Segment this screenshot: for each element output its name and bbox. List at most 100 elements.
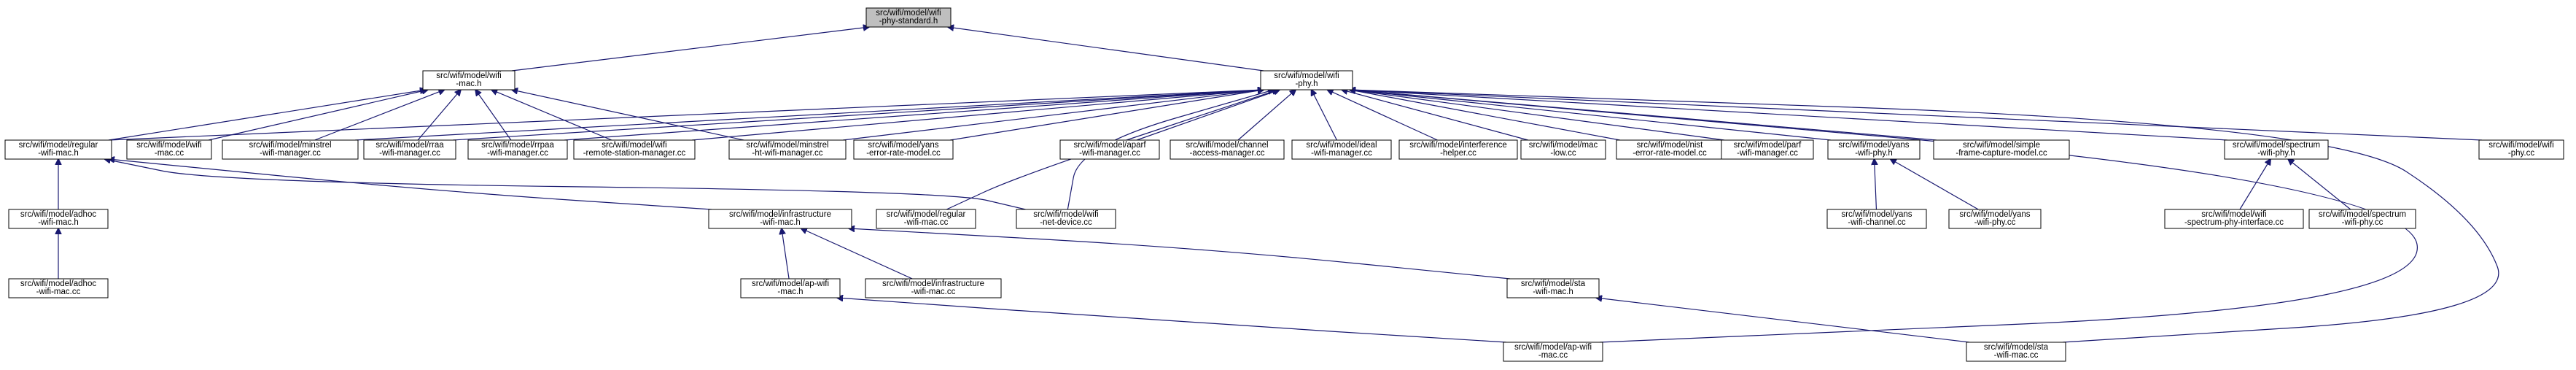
node-label-line: src/wifi/model/adhoc (20, 280, 96, 288)
node-channel-access-manager-cc[interactable]: src/wifi/model/channel-access-manager.cc (1170, 139, 1285, 160)
edge-yans-wifi-phy-cc-to-yans-wifi-phy-h (1891, 159, 1979, 210)
node-wifi-mac-cc[interactable]: src/wifi/model/wifi-mac.cc (126, 139, 212, 160)
node-infrastructure-wifi-mac-h[interactable]: src/wifi/model/infrastructure-wifi-mac.h (708, 209, 852, 229)
node-label-line: src/wifi/model/wifi (136, 141, 201, 150)
node-yans-wifi-phy-cc[interactable]: src/wifi/model/yans-wifi-phy.cc (1948, 209, 2042, 229)
node-box (1827, 139, 1921, 160)
edge-wifi-spectrum-phy-interface-cc-to-spectrum-wifi-phy-h (2239, 159, 2270, 210)
edge-wifi-phy-h-to-wifi-phy-standard (948, 27, 1264, 72)
node-yans-error-rate-model-cc[interactable]: src/wifi/model/yans-error-rate-model.cc (853, 139, 954, 160)
node-ideal-wifi-manager-cc[interactable]: src/wifi/model/ideal-wifi-manager.cc (1291, 139, 1392, 160)
node-ap-wifi-mac-cc[interactable]: src/wifi/model/ap-wifi-mac.cc (1503, 342, 1603, 362)
node-sta-wifi-mac-cc[interactable]: src/wifi/model/sta-wifi-mac.cc (1966, 342, 2066, 362)
node-label-line: src/wifi/model/wifi (2489, 141, 2553, 150)
node-ap-wifi-mac-h[interactable]: src/wifi/model/ap-wifi-mac.h (740, 278, 841, 298)
node-label-line: -frame-capture-model.cc (1956, 149, 2047, 158)
node-wifi-mac-h[interactable]: src/wifi/model/wifi-mac.h (422, 70, 515, 90)
edge-wifi-remote-station-manager-cc-to-wifi-phy-h (691, 90, 1264, 141)
node-label-line: src/wifi/model/regular (19, 141, 98, 150)
edge-minstrel-ht-wifi-manager-cc-to-wifi-mac-h (512, 90, 744, 141)
edge-spectrum-wifi-phy-cc-to-spectrum-wifi-phy-h (2288, 159, 2351, 210)
node-label-line: -wifi-manager.cc (1311, 149, 1372, 158)
node-label-line: src/wifi/model/simple (1963, 141, 2040, 150)
node-label-line: src/wifi/model/nist (1637, 141, 1704, 150)
node-sta-wifi-mac-h[interactable]: src/wifi/model/sta-wifi-mac.h (1506, 278, 1600, 298)
node-spectrum-wifi-phy-h[interactable]: src/wifi/model/spectrum-wifi-phy.h (2224, 139, 2329, 160)
node-adhoc-wifi-mac-cc[interactable]: src/wifi/model/adhoc-wifi-mac.cc (8, 278, 109, 298)
node-wifi-remote-station-manager-cc[interactable]: src/wifi/model/wifi-remote-station-manag… (573, 139, 696, 160)
node-label-line: -phy-standard.h (879, 17, 938, 26)
node-label-line: src/wifi/model/wifi (2201, 210, 2266, 219)
node-box (8, 278, 109, 298)
node-regular-wifi-mac-h[interactable]: src/wifi/model/regular-wifi-mac.h (4, 139, 112, 160)
node-rraa-wifi-manager-cc[interactable]: src/wifi/model/rraa-wifi-manager.cc (363, 139, 456, 160)
node-minstrel-wifi-manager-cc[interactable]: src/wifi/model/minstrel-wifi-manager.cc (222, 139, 359, 160)
edge-interference-helper-cc-to-wifi-phy-h (1327, 90, 1438, 141)
node-adhoc-wifi-mac-h[interactable]: src/wifi/model/adhoc-wifi-mac.h (8, 209, 109, 229)
edge-nist-error-rate-model-cc-to-wifi-phy-h (1350, 90, 1620, 141)
node-aparf-wifi-manager-cc[interactable]: src/wifi/model/aparf-wifi-manager.cc (1059, 139, 1160, 160)
node-box (1260, 70, 1353, 90)
node-box (876, 209, 976, 229)
node-infrastructure-wifi-mac-cc[interactable]: src/wifi/model/infrastructure-wifi-mac.c… (865, 278, 1002, 298)
edge-spectrum-wifi-phy-h-to-wifi-phy-h (1350, 90, 2228, 141)
node-nist-error-rate-model-cc[interactable]: src/wifi/model/nist-error-rate-model.cc (1616, 139, 1724, 160)
node-interference-helper-cc[interactable]: src/wifi/model/interference-helper.cc (1398, 139, 1518, 160)
node-label-line: src/wifi/model/wifi (1274, 72, 1339, 80)
edge-parf-wifi-manager-cc-to-wifi-phy-h (1350, 90, 1725, 141)
node-yans-wifi-channel-cc[interactable]: src/wifi/model/yans-wifi-channel.cc (1826, 209, 1927, 229)
node-label-line: src/wifi/model/rrpaa (481, 141, 554, 150)
node-parf-wifi-manager-cc[interactable]: src/wifi/model/parf-wifi-manager.cc (1721, 139, 1814, 160)
edge-yans-wifi-channel-cc-to-yans-wifi-phy-h (1875, 159, 1877, 210)
node-label-line: src/wifi/model/minstrel (249, 141, 331, 150)
node-label-line: -wifi-channel.cc (1848, 218, 1905, 227)
node-box (1059, 139, 1160, 160)
node-label-line: src/wifi/model/aparf (1073, 141, 1146, 150)
node-box (1721, 139, 1814, 160)
node-label-line: src/wifi/model/parf (1734, 141, 1802, 150)
node-wifi-spectrum-phy-interface-cc[interactable]: src/wifi/model/wifi-spectrum-phy-interfa… (2164, 209, 2304, 229)
node-box (1933, 139, 2070, 160)
edge-rraa-wifi-manager-cc-to-wifi-phy-h (452, 90, 1264, 141)
dependency-edges (58, 27, 2499, 343)
node-box (8, 209, 109, 229)
edge-rrpaa-wifi-manager-cc-to-wifi-phy-h (564, 90, 1264, 141)
node-wifi-phy-standard[interactable]: src/wifi/model/wifi-phy-standard.h (865, 7, 952, 28)
node-mac-low-cc[interactable]: src/wifi/model/mac-low.cc (1520, 139, 1606, 160)
edge-aparf-wifi-manager-cc-to-wifi-phy-h (1136, 90, 1280, 141)
node-box (2308, 209, 2416, 229)
edge-wifi-mac-h-to-wifi-phy-standard (511, 27, 869, 72)
node-label-line: -wifi-mac.cc (1994, 351, 2039, 360)
node-box (1503, 342, 1603, 362)
node-box (2478, 139, 2564, 160)
node-label-line: -wifi-mac.h (38, 218, 79, 227)
edge-regular-wifi-mac-h-to-wifi-phy-h (108, 90, 1264, 141)
node-box (467, 139, 568, 160)
node-box (1170, 139, 1285, 160)
edge-infrastructure-wifi-mac-cc-to-infrastructure-wifi-mac-h (801, 228, 913, 280)
node-simple-frame-capture-model-cc[interactable]: src/wifi/model/simple-frame-capture-mode… (1933, 139, 2070, 160)
node-regular-wifi-mac-cc[interactable]: src/wifi/model/regular-wifi-mac.cc (876, 209, 976, 229)
node-label-line: -mac.h (456, 80, 481, 88)
node-label-line: src/wifi/model/regular (887, 210, 966, 219)
node-label-line: -wifi-phy.h (2257, 149, 2295, 158)
node-label-line: -wifi-manager.cc (379, 149, 440, 158)
node-wifi-phy-cc[interactable]: src/wifi/model/wifi-phy.cc (2478, 139, 2564, 160)
node-label-line: src/wifi/model/interference (1409, 141, 1507, 150)
node-wifi-phy-h[interactable]: src/wifi/model/wifi-phy.h (1260, 70, 1353, 90)
node-box (573, 139, 696, 160)
node-label-line: -wifi-mac.h (1533, 288, 1573, 296)
node-yans-wifi-phy-h[interactable]: src/wifi/model/yans-wifi-phy.h (1827, 139, 1921, 160)
edge-channel-access-manager-cc-to-wifi-phy-h (1237, 90, 1296, 141)
node-box (4, 139, 112, 160)
edge-wifi-remote-station-manager-cc-to-wifi-mac-h (491, 90, 612, 141)
node-label-line: src/wifi/model/spectrum (2319, 210, 2406, 219)
node-label-line: src/wifi/model/infrastructure (729, 210, 831, 219)
node-label-line: -wifi-phy.cc (1974, 218, 2016, 227)
node-spectrum-wifi-phy-cc[interactable]: src/wifi/model/spectrum-wifi-phy.cc (2308, 209, 2416, 229)
edge-sta-wifi-mac-h-to-infrastructure-wifi-mac-h (849, 228, 1511, 280)
node-minstrel-ht-wifi-manager-cc[interactable]: src/wifi/model/minstrel-ht-wifi-manager.… (728, 139, 847, 160)
node-wifi-net-device-cc[interactable]: src/wifi/model/wifi-net-device.cc (1016, 209, 1116, 229)
node-label-line: -wifi-mac.cc (36, 288, 81, 296)
node-rrpaa-wifi-manager-cc[interactable]: src/wifi/model/rrpaa-wifi-manager.cc (467, 139, 568, 160)
